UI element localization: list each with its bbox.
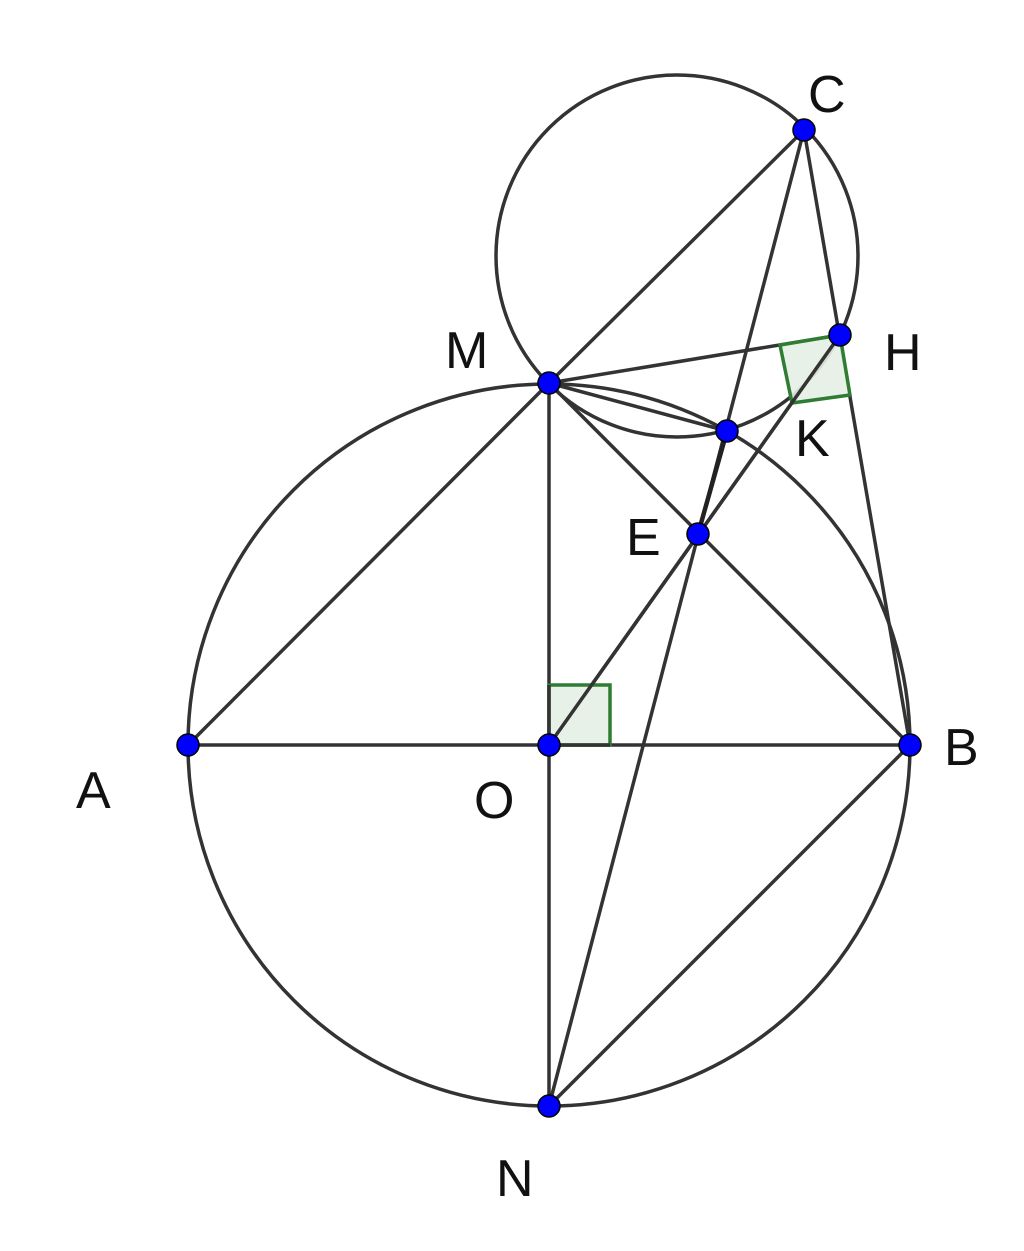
- label-o: O: [474, 772, 514, 830]
- point-k: [715, 419, 739, 443]
- circle-cmh: [494, 73, 860, 439]
- point-a: [176, 733, 200, 757]
- segment-nb: [547, 743, 912, 1108]
- label-m: M: [445, 322, 488, 380]
- label-b: B: [944, 719, 979, 777]
- point-h: [828, 323, 852, 347]
- label-k: K: [795, 410, 830, 468]
- label-n: N: [496, 1150, 534, 1208]
- label-e: E: [626, 509, 661, 567]
- segment-cn: [547, 129, 806, 1107]
- point-e: [686, 522, 710, 546]
- label-a: A: [76, 762, 111, 820]
- point-c: [792, 118, 816, 142]
- segment-mk: [548, 381, 728, 433]
- label-h: H: [884, 324, 922, 382]
- segment-am: [186, 381, 551, 747]
- point-o: [537, 733, 561, 757]
- segment-mb: [547, 381, 912, 747]
- point-m: [537, 371, 561, 395]
- point-n: [537, 1094, 561, 1118]
- right-angle-marker-o: [547, 683, 612, 747]
- point-b: [898, 733, 922, 757]
- segment-ke: [695, 430, 730, 535]
- label-c: C: [808, 66, 846, 124]
- segment-mc: [547, 128, 806, 385]
- segment-cb: [802, 129, 912, 746]
